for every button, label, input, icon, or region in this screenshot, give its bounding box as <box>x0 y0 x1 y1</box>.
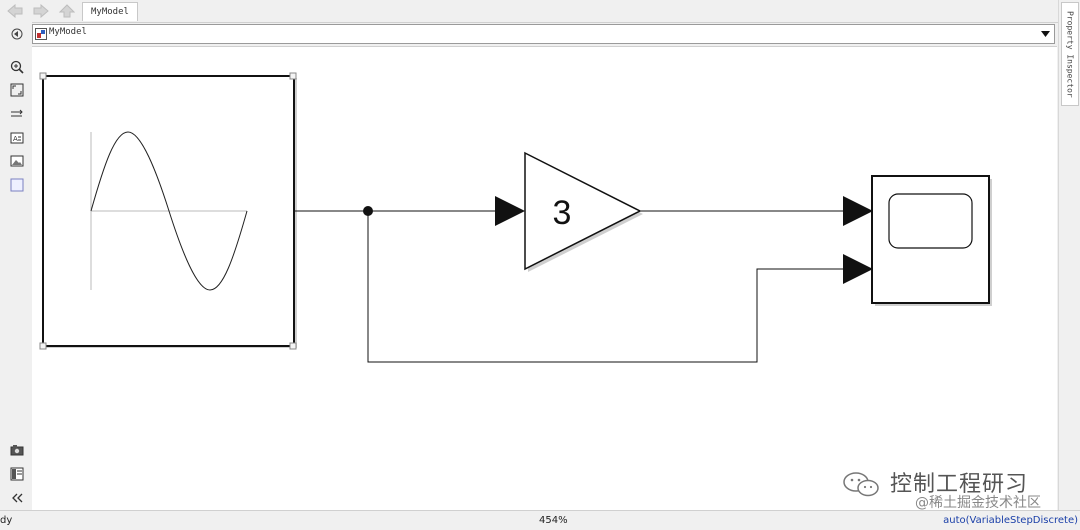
up-arrow-icon <box>59 4 75 18</box>
selection-handle[interactable] <box>39 342 47 350</box>
arrows-right-icon <box>11 109 23 117</box>
gain-input-arrow <box>495 196 525 226</box>
text-annotation-icon: A <box>10 132 24 144</box>
solver-link[interactable]: auto(VariableStepDiscrete) <box>943 515 1078 526</box>
zoom-icon <box>10 60 24 74</box>
sine-curve <box>90 131 248 291</box>
gain-value: 3 <box>553 194 572 232</box>
collapse-button[interactable] <box>8 489 26 507</box>
fit-to-view-button[interactable] <box>8 81 26 99</box>
area-button[interactable] <box>8 176 26 194</box>
back-arrow-icon <box>7 4 23 18</box>
left-toolbar <box>0 22 32 510</box>
selection-handle[interactable] <box>289 342 297 350</box>
document-icon <box>10 467 24 481</box>
back-button[interactable] <box>6 3 24 19</box>
tab-mymodel[interactable]: MyModel <box>82 2 138 21</box>
property-inspector-tab[interactable]: Property Inspector <box>1061 2 1079 106</box>
circle-arrow-icon <box>11 28 23 40</box>
sine-wave-block[interactable] <box>39 72 297 350</box>
camera-icon <box>10 445 24 456</box>
scope-block[interactable] <box>871 175 992 306</box>
watermark-title: 控制工程研习 <box>890 472 1029 497</box>
status-bar: dy 454% auto(VariableStepDiscrete) <box>0 510 1080 530</box>
selection-handle[interactable] <box>289 72 297 80</box>
top-toolbar <box>0 0 1058 23</box>
wechat-logo-icon <box>843 472 879 497</box>
property-inspector-label: Property Inspector <box>1065 10 1075 98</box>
annotation-button[interactable]: A <box>8 129 26 147</box>
screenshot-button[interactable] <box>8 441 26 459</box>
property-inspector-panel: Property Inspector <box>1058 0 1080 510</box>
svg-text:A: A <box>13 135 18 143</box>
forward-button[interactable] <box>32 3 50 19</box>
hide-browser-button[interactable] <box>8 25 26 43</box>
model-icon <box>35 28 47 40</box>
selection-handle[interactable] <box>39 72 47 80</box>
signal-lines[interactable] <box>295 196 873 363</box>
scope-screen-icon <box>888 193 973 249</box>
status-ready-text: dy <box>0 515 13 526</box>
watermark-subtitle: @稀土掘金技术社区 <box>915 495 1041 511</box>
fit-view-icon <box>10 83 24 97</box>
scope-input-arrow-1 <box>843 196 873 226</box>
zoom-button[interactable] <box>8 58 26 76</box>
block-diagram: 3 <box>39 72 992 363</box>
area-box-icon <box>10 178 24 192</box>
address-path: MyModel <box>49 27 87 37</box>
address-bar[interactable]: MyModel <box>32 24 1055 44</box>
scope-input-arrow-2 <box>843 254 873 284</box>
forward-arrow-icon <box>33 4 49 18</box>
image-icon <box>10 155 24 167</box>
up-button[interactable] <box>58 3 76 19</box>
double-chevron-left-icon <box>12 493 23 503</box>
model-browser-button[interactable] <box>8 465 26 483</box>
image-button[interactable] <box>8 152 26 170</box>
zoom-level[interactable]: 454% <box>539 515 568 526</box>
dropdown-arrow-icon[interactable] <box>1041 31 1050 37</box>
route-lines-button[interactable] <box>8 105 26 123</box>
gain-block[interactable]: 3 <box>524 151 643 272</box>
